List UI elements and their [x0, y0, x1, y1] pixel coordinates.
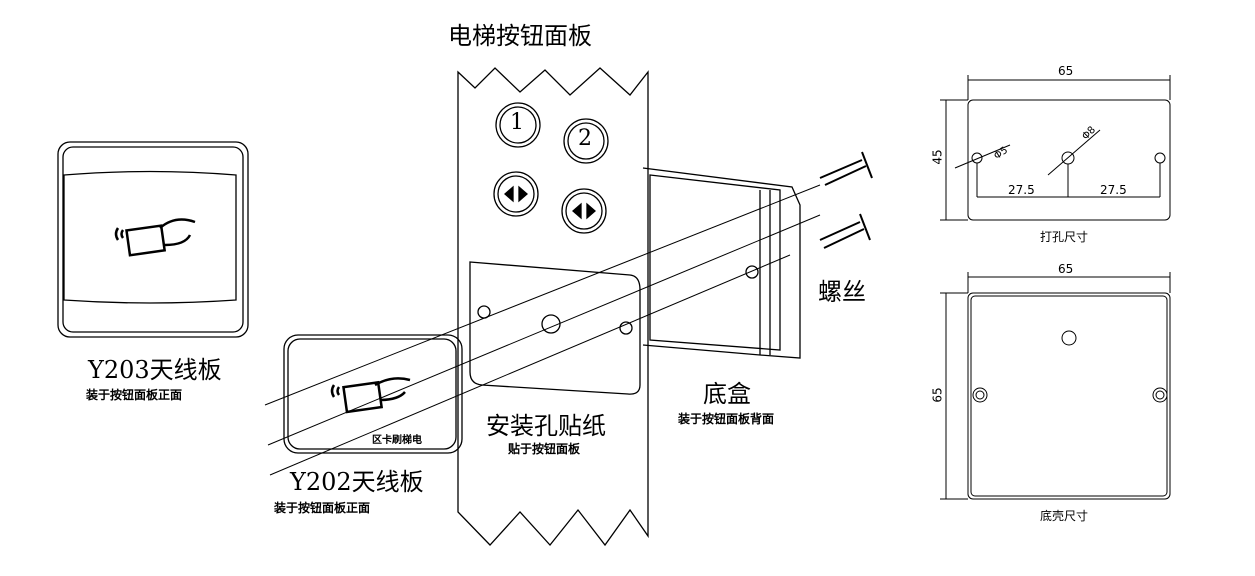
sticker — [469, 261, 641, 395]
drill-spacing-left: 27.5 — [1008, 183, 1035, 197]
drill-dimension-drawing — [940, 75, 1171, 221]
y203-note: 装于按钮面板正面 — [86, 388, 183, 402]
box-note: 装于按钮面板背面 — [678, 412, 775, 426]
assembly-lines — [264, 184, 821, 476]
sticker-label: 安装孔贴纸 — [486, 412, 606, 440]
drill-width: 65 — [1058, 64, 1074, 78]
elevator-button-panel — [457, 67, 649, 547]
back-box — [642, 167, 801, 359]
drill-height: 45 — [930, 149, 945, 165]
y203-antenna-board — [57, 141, 249, 338]
screws-label: 螺丝 — [818, 278, 866, 306]
card-tap-icon — [114, 218, 196, 257]
shell-caption: 底壳尺寸 — [1040, 509, 1089, 523]
shell-width: 65 — [1058, 262, 1074, 276]
shell-dimension-drawing — [940, 272, 1171, 500]
drill-spacing-right: 27.5 — [1100, 183, 1127, 197]
button-1-label: 1 — [510, 110, 524, 135]
panel-title: 电梯按钮面板 — [448, 22, 592, 50]
y203-label: Y203天线板 — [88, 356, 222, 384]
y202-note: 装于按钮面板正面 — [274, 501, 371, 515]
shell-height: 65 — [930, 387, 945, 403]
box-label: 底盒 — [703, 380, 751, 408]
screws — [819, 151, 873, 249]
y202-label: Y202天线板 — [290, 468, 424, 496]
sticker-note: 贴于按钮面板 — [508, 442, 581, 456]
card-tap-icon — [330, 377, 411, 414]
y202-panel-text: 区卡刷梯电 — [372, 435, 422, 446]
drill-caption: 打孔尺寸 — [1040, 230, 1089, 244]
button-2-label: 2 — [578, 126, 592, 151]
